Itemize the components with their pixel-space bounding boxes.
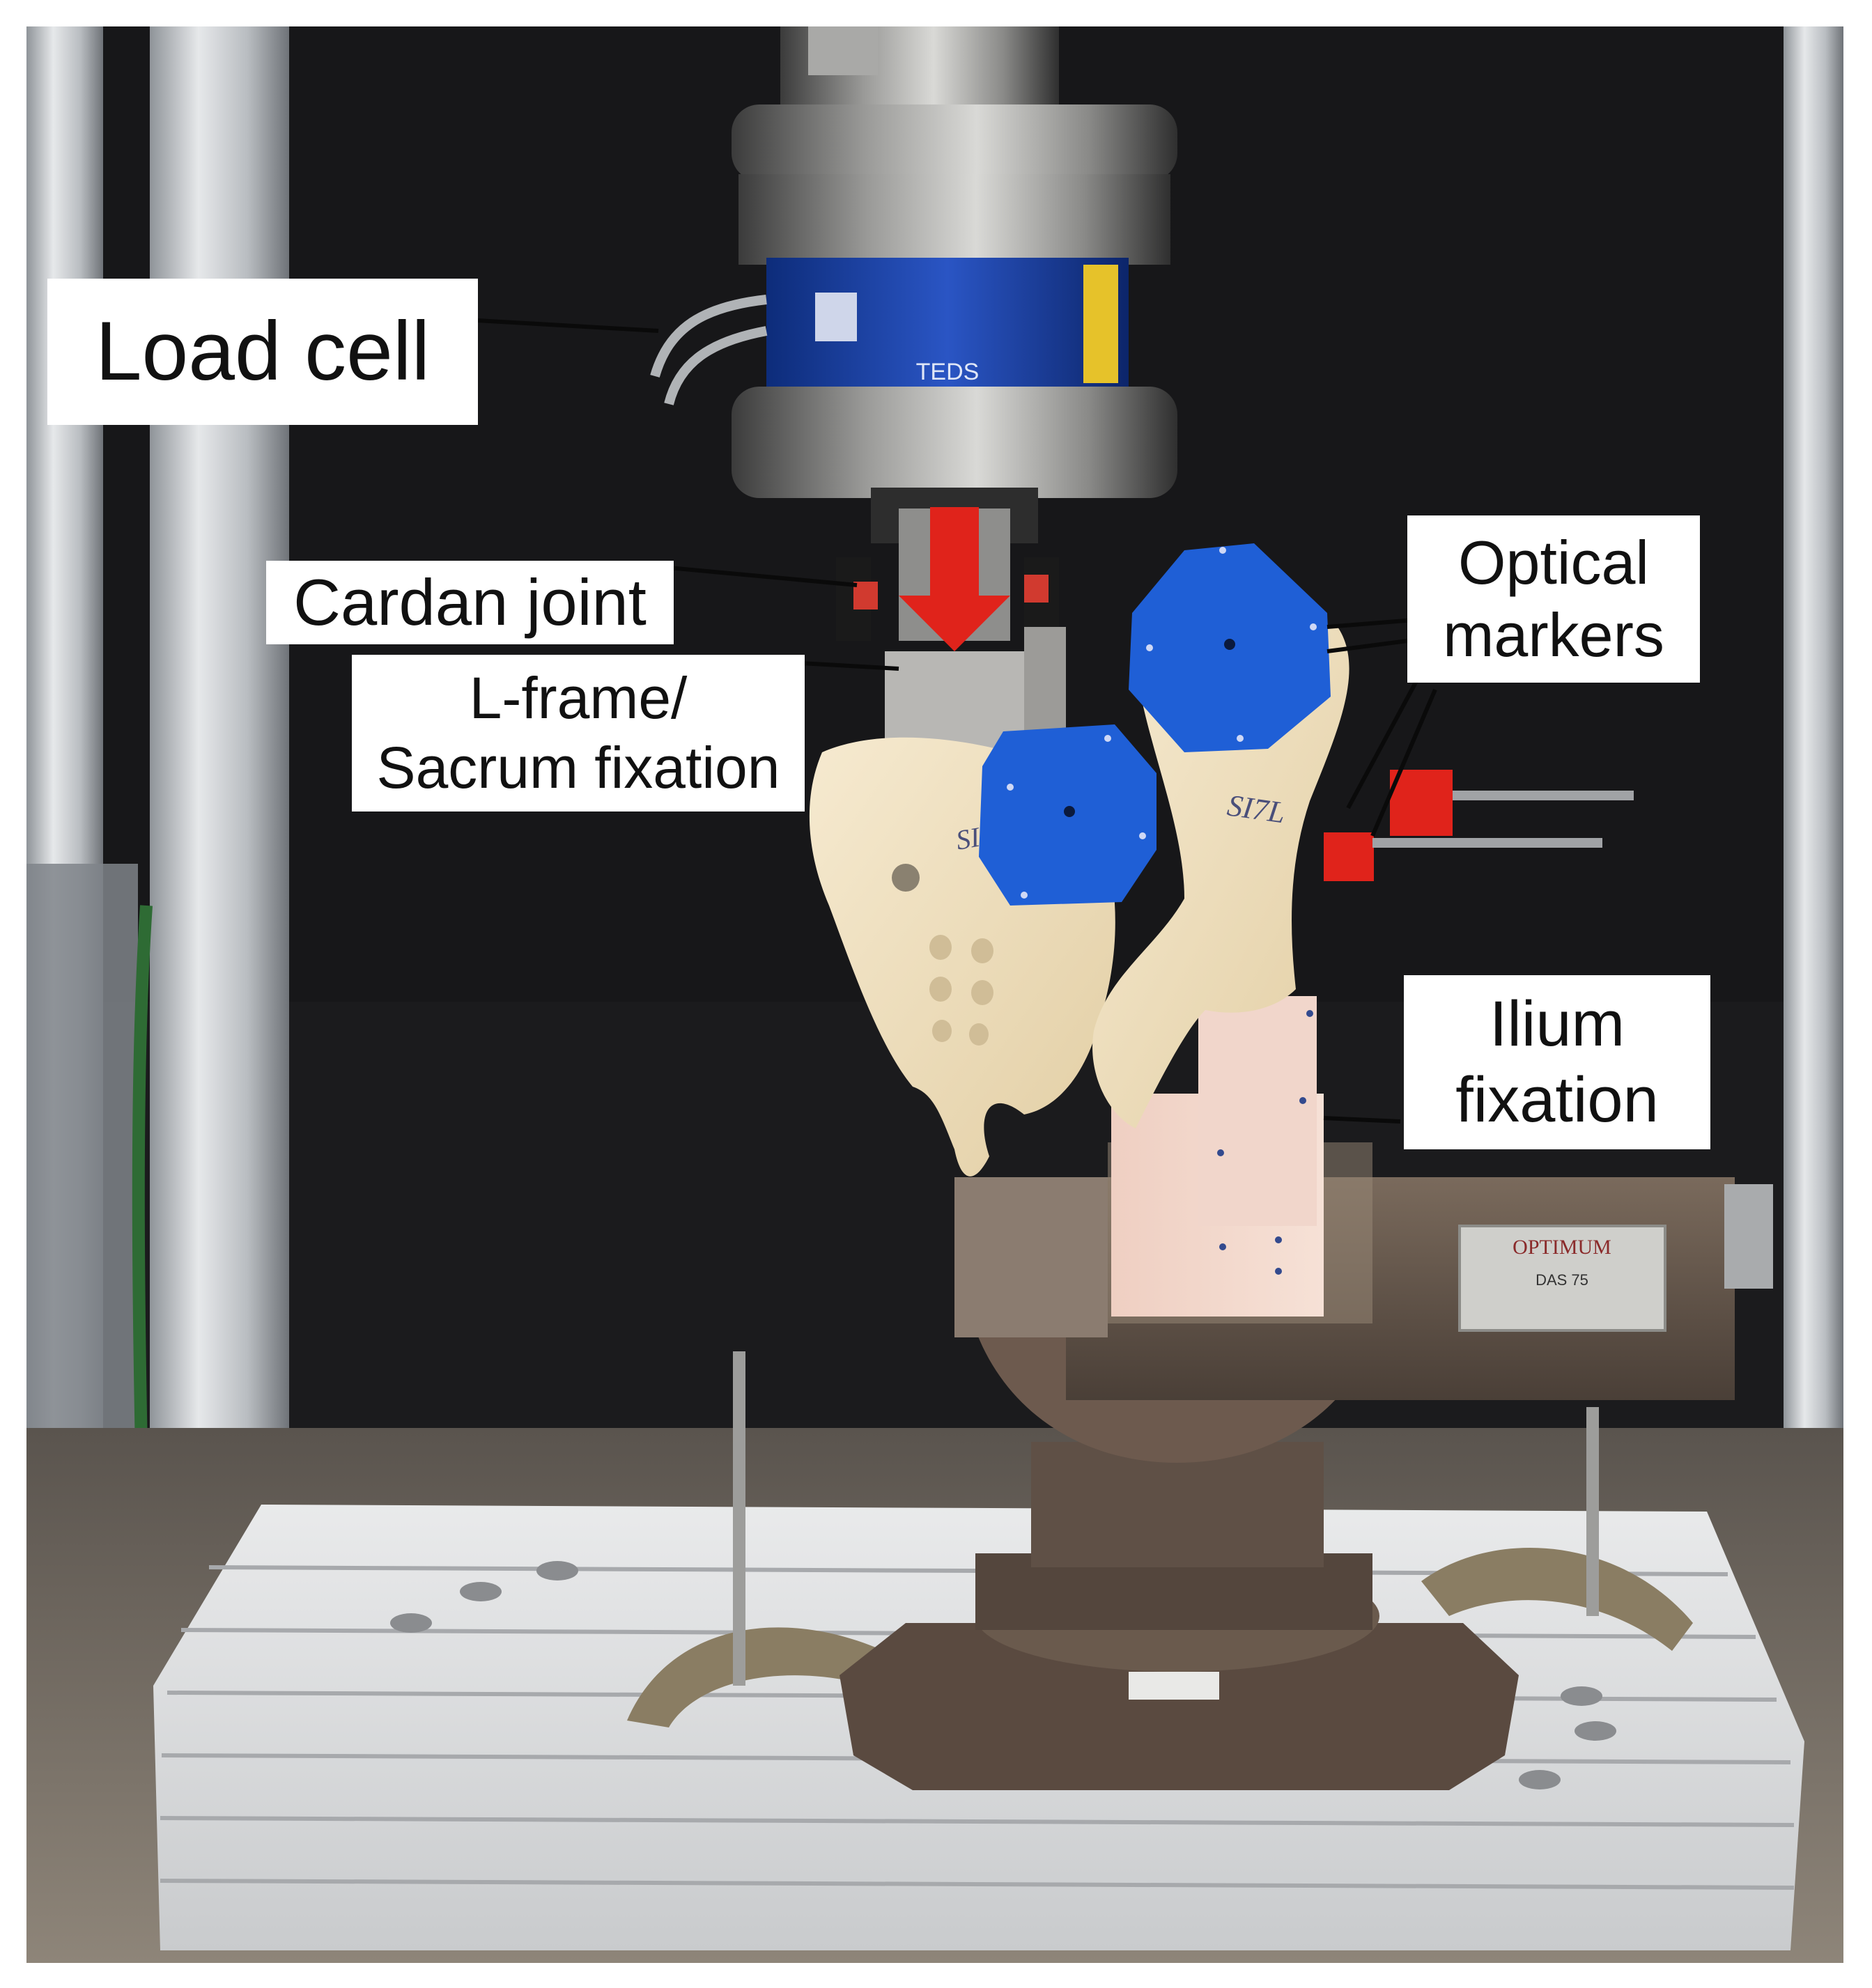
label-ilium-fixation-line2: fixation — [1455, 1064, 1659, 1135]
clamp-left — [627, 1627, 899, 1727]
clamp-bolt-right — [1586, 1407, 1599, 1616]
label-ilium-fixation: Ilium fixation — [1404, 975, 1710, 1149]
vise-nameplate — [1458, 1225, 1666, 1332]
specimen-marking-ilium: SI7L — [1225, 788, 1287, 830]
vise-brand: OPTIMUM — [1513, 1236, 1611, 1259]
label-ilium-fixation-line1: Ilium — [1489, 988, 1625, 1060]
label-l-frame: L-frame/ Sacrum fixation — [352, 655, 805, 811]
label-load-cell-text: Load cell — [95, 304, 431, 398]
label-optical-markers-line2: markers — [1443, 600, 1664, 669]
vise-base-label — [1129, 1672, 1219, 1700]
optical-marker-red-2 — [1324, 832, 1374, 881]
clamp-right — [1421, 1548, 1693, 1651]
label-optical-markers-line1: Optical — [1458, 528, 1649, 598]
ilium-model — [1092, 624, 1349, 1128]
label-cardan-joint: Cardan joint — [266, 561, 674, 644]
optical-marker-red-1 — [1390, 770, 1453, 836]
label-optical-markers: Optical markers — [1407, 515, 1700, 683]
vise-swivel-arc — [961, 1233, 1394, 1463]
vise-base-plate — [840, 1623, 1519, 1790]
label-cardan-joint-text: Cardan joint — [293, 565, 647, 639]
load-cell-teds: TEDS — [916, 359, 980, 385]
load-direction-arrow — [899, 507, 1010, 651]
label-load-cell: Load cell — [47, 279, 478, 425]
label-l-frame-line2: Sacrum fixation — [376, 734, 780, 800]
lower-flange — [732, 387, 1177, 498]
clamp-bolt-left — [733, 1351, 745, 1686]
label-l-frame-line1: L-frame/ — [469, 665, 688, 731]
upper-flange — [732, 104, 1177, 181]
vise-model: DAS 75 — [1535, 1271, 1588, 1289]
